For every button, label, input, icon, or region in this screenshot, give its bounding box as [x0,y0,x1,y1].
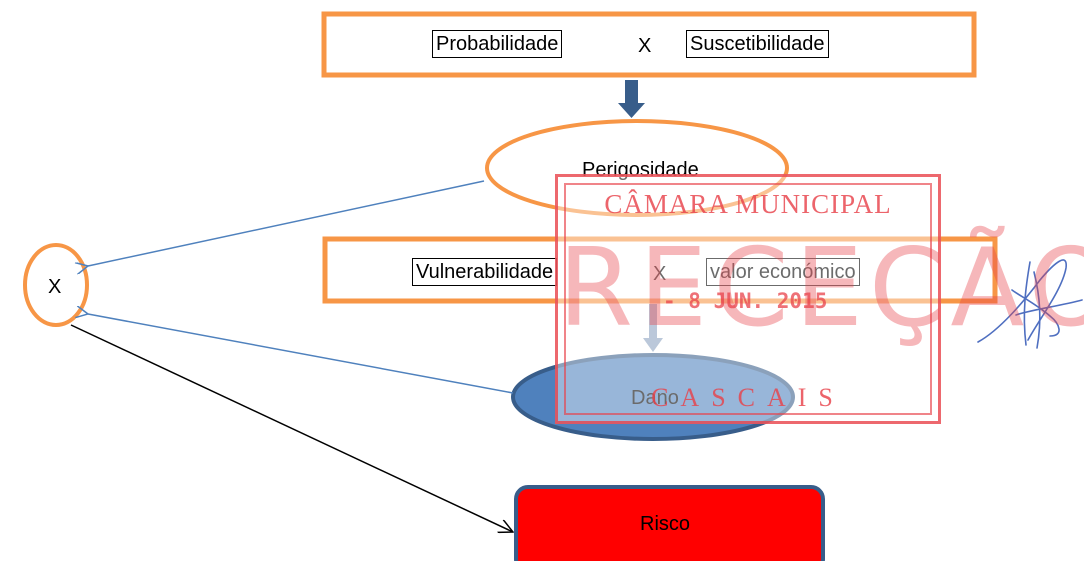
middle-operator: X [653,263,667,285]
stamp-line1: CÂMARA MUNICIPAL [604,189,892,219]
hazard-ellipse [485,119,789,217]
signature [977,259,1083,349]
damage-label: Dano [631,387,679,409]
risk-box [514,485,825,561]
down-block-arrow [618,80,645,118]
reception-stamp: CÂMARA MUNICIPAL RECEÇÃO - 8 JUN. 2015 C… [555,174,1084,424]
middle-left-term: Vulnerabilidade [412,258,558,286]
stamp-inner-border [564,183,932,415]
middle-right-term: valor económico [706,258,860,286]
stamp-line2: RECEÇÃO [558,226,1084,351]
small-down-arrow [643,304,663,352]
risk-label: Risco [640,513,691,535]
arrow-damage-to-x [88,314,514,394]
arrow-hazard-to-x [88,180,485,266]
top-right-term: Suscetibilidade [686,30,829,58]
top-operator: X [638,35,652,57]
multiply-circle [23,243,89,327]
stamp-line3: CASCAIS [651,383,845,412]
damage-ellipse [511,353,795,441]
top-left-term: Probabilidade [432,30,563,58]
arrow-x-to-risk [70,324,513,532]
stamp-date: - 8 JUN. 2015 [663,289,828,313]
multiply-label: X [48,276,62,298]
